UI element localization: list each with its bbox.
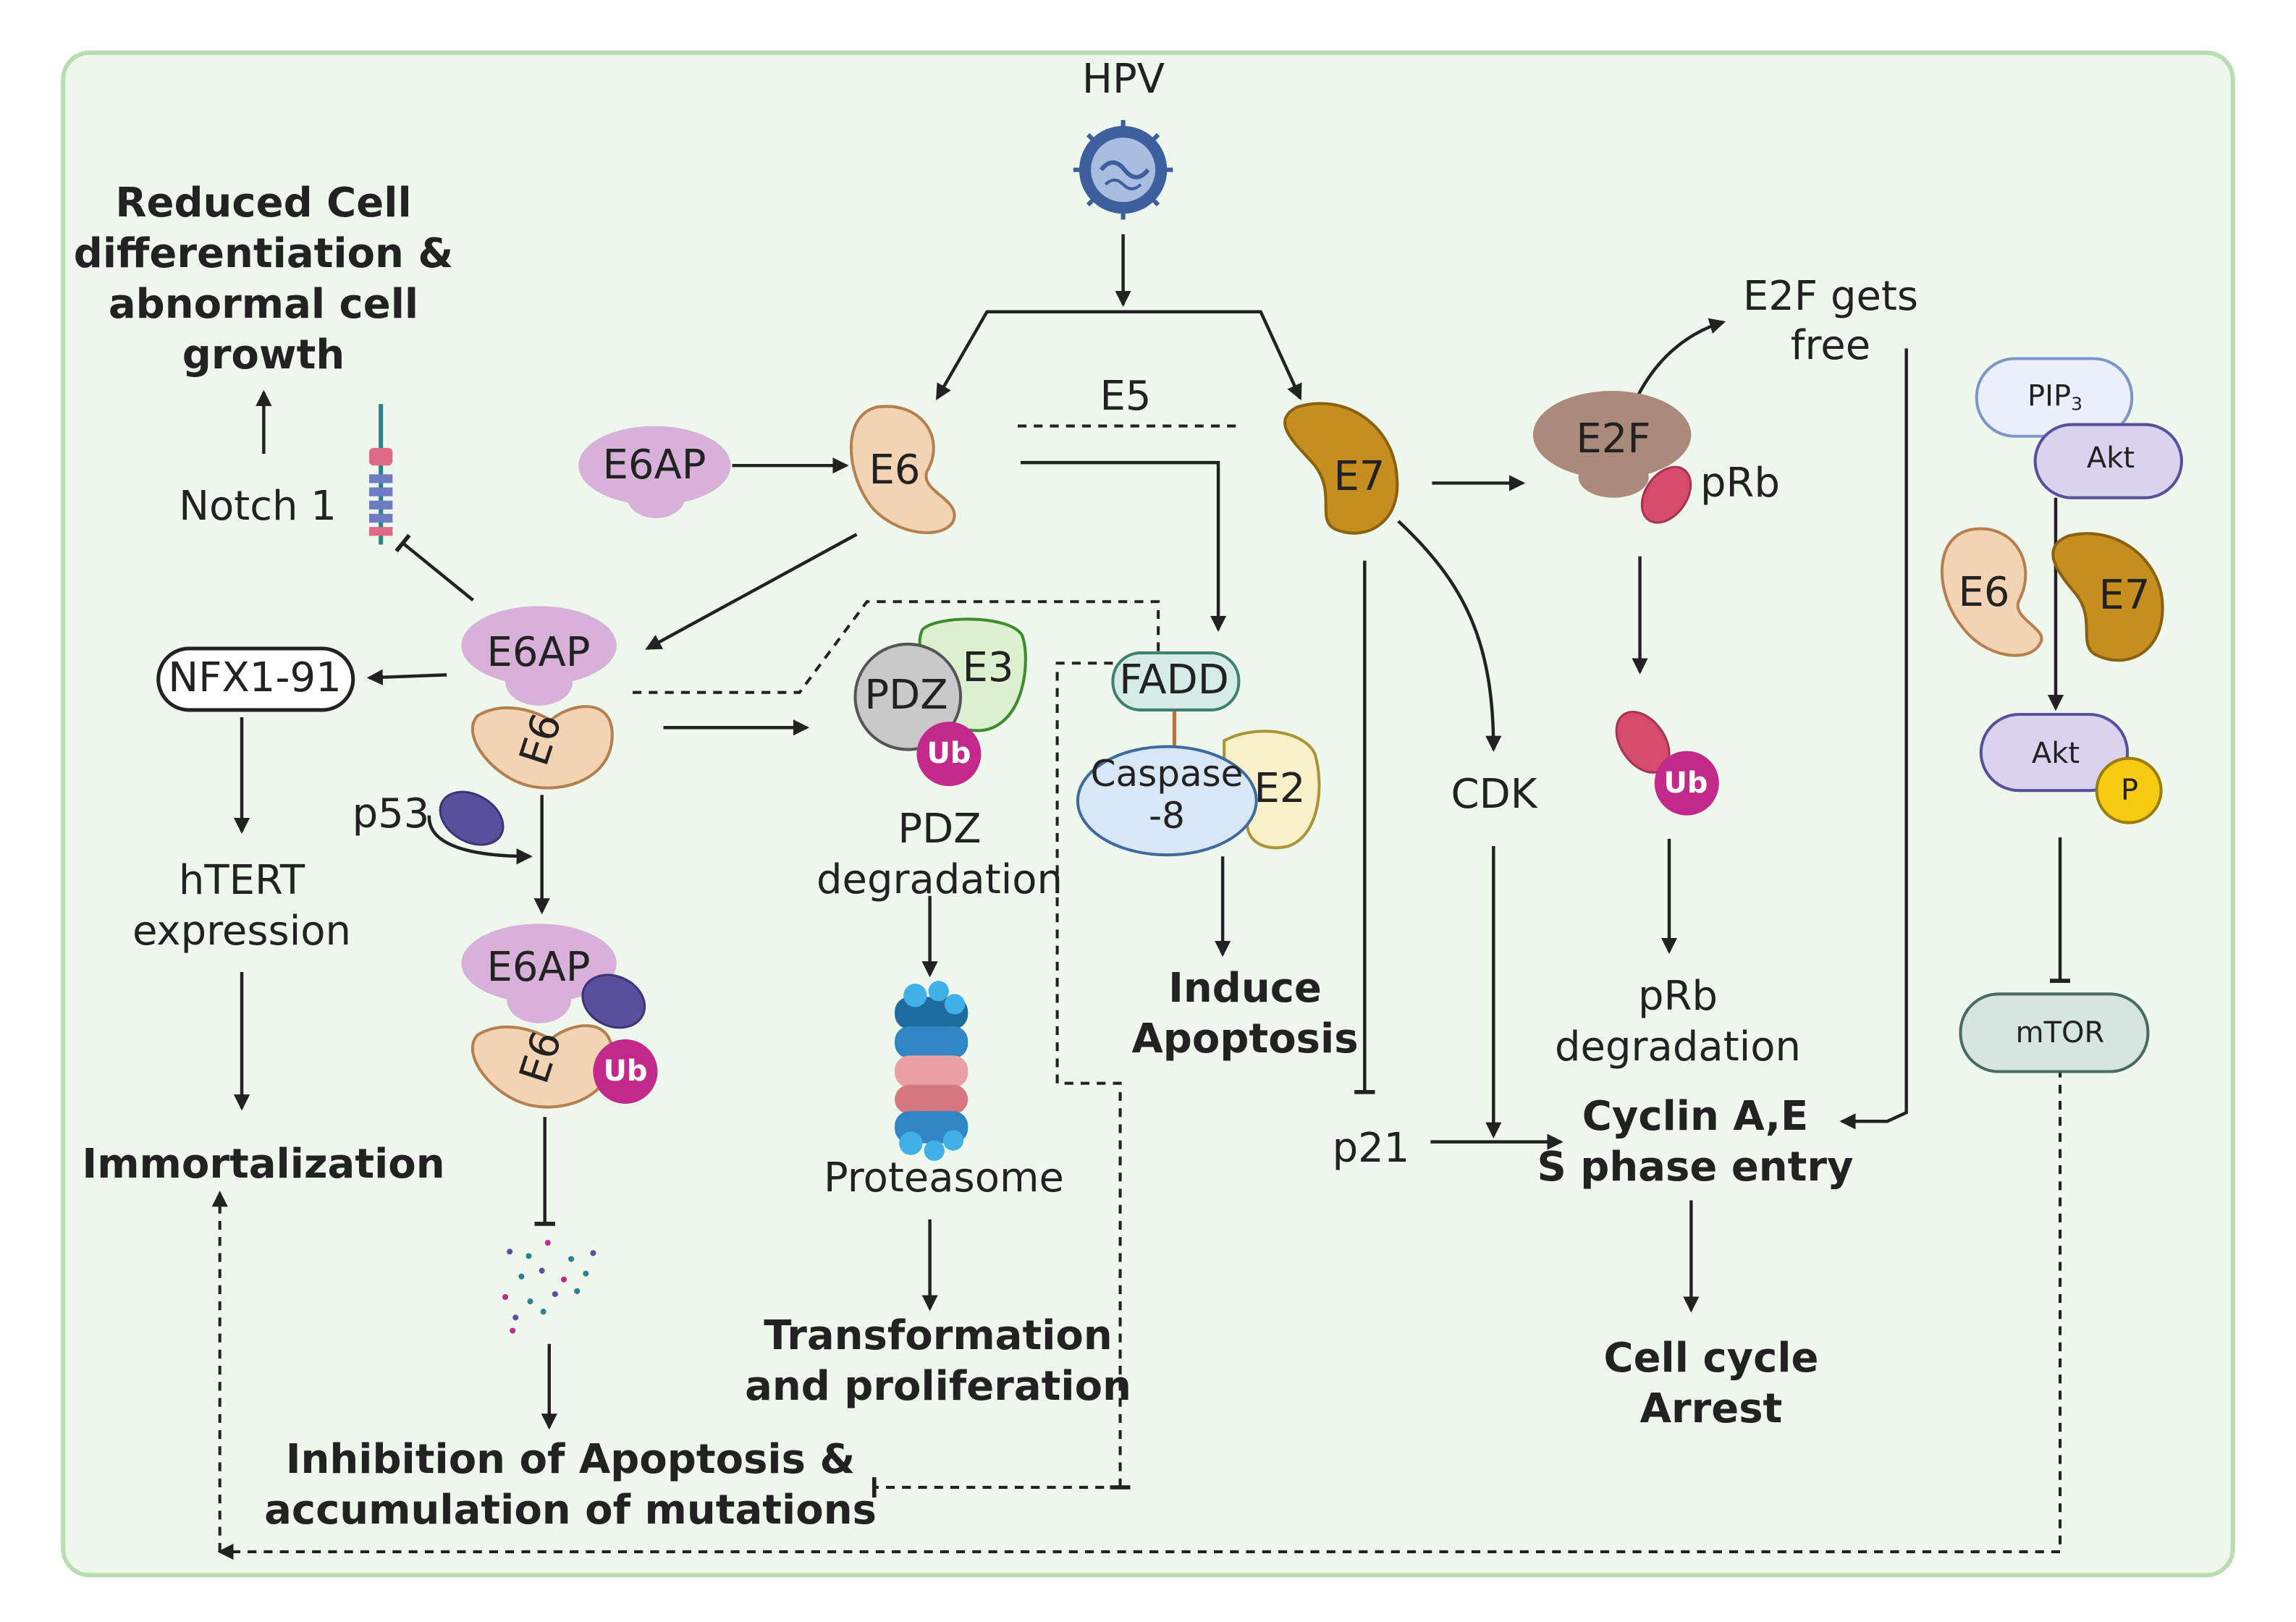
transformation-label: Transformation and proliferation bbox=[745, 1312, 1131, 1410]
e6ap-e6-p53-ub-complex bbox=[461, 924, 658, 1109]
degraded-fragments bbox=[502, 1240, 596, 1334]
cdk-label: CDK bbox=[1451, 770, 1537, 818]
e2-label: E2 bbox=[1254, 764, 1306, 812]
inhibit-complex-to-notch bbox=[394, 533, 475, 601]
e7-label-top: E7 bbox=[1333, 452, 1385, 500]
arrow-e2f-to-free bbox=[1631, 318, 1726, 408]
pdz-e3-ub-complex bbox=[853, 617, 1027, 787]
proteasome-icon bbox=[895, 981, 968, 1161]
e2f-prb-complex bbox=[1532, 391, 1692, 524]
pdz-label: PDZ bbox=[864, 671, 948, 719]
e3-label: E3 bbox=[962, 643, 1014, 691]
p53-protein bbox=[439, 790, 505, 846]
phosphate-label: P bbox=[2120, 774, 2139, 807]
p21-label: p21 bbox=[1332, 1124, 1410, 1172]
nfx1-91-box bbox=[156, 646, 355, 712]
prb-degradation-label: pRb degradation bbox=[1554, 973, 1802, 1070]
caspase8-label: Caspase -8 bbox=[1090, 753, 1244, 837]
arrow-free-to-cyclin bbox=[1839, 348, 1908, 1130]
hpv-virus-icon bbox=[1073, 119, 1173, 220]
p53-label: p53 bbox=[352, 790, 430, 837]
prb-ub-complex bbox=[1615, 711, 1719, 816]
pdz-degradation-label: PDZ degradation bbox=[816, 806, 1063, 903]
dashed-fadd-to-inhibition bbox=[1055, 662, 1131, 1490]
cyclin-s-phase-label: Cyclin A,E S phase entry bbox=[1537, 1093, 1854, 1191]
htert-expression-label: hTERT expression bbox=[132, 857, 352, 955]
arrow-e7-to-cdk bbox=[1397, 520, 1502, 752]
e6-protein-right bbox=[1940, 527, 2043, 657]
e2f-label: E2F bbox=[1576, 415, 1651, 462]
e7-label-right: E7 bbox=[2098, 571, 2151, 619]
e6-label-top: E6 bbox=[869, 446, 921, 494]
pip3-label: PIP3 bbox=[2027, 380, 2082, 415]
pip3-subscript: 3 bbox=[2071, 393, 2082, 415]
arrow-complex-to-nfx bbox=[366, 669, 447, 685]
immortalization-label: Immortalization bbox=[82, 1140, 445, 1188]
e6ap-label-middle: E6AP bbox=[486, 628, 591, 676]
arrow-e6-to-fadd bbox=[1021, 460, 1227, 633]
e6ap-e6-complex bbox=[461, 606, 617, 790]
e7-protein-right bbox=[2051, 532, 2164, 662]
akt-p-label: Akt bbox=[2031, 737, 2080, 770]
akt-p-box bbox=[1979, 712, 2130, 793]
pip3-base: PIP bbox=[2027, 379, 2072, 413]
cell-cycle-arrest-label: Cell cycle Arrest bbox=[1603, 1335, 1819, 1432]
e6ap-label-top: E6AP bbox=[602, 441, 706, 489]
fadd-box bbox=[1111, 651, 1241, 711]
mtor-box bbox=[1959, 992, 2150, 1073]
proteasome-label: Proteasome bbox=[823, 1154, 1065, 1201]
e7-protein-top bbox=[1283, 402, 1399, 535]
inhibition-label: Inhibition of Apoptosis & accumulation o… bbox=[264, 1436, 877, 1534]
nfx1-91-label: NFX1-91 bbox=[168, 654, 342, 701]
fadd-label: FADD bbox=[1119, 656, 1229, 704]
e6-label-right: E6 bbox=[1958, 568, 2010, 616]
akt-box bbox=[2033, 423, 2183, 499]
hpv-label: HPV bbox=[1081, 56, 1165, 103]
dashed-mtor-to-immortalization bbox=[217, 1068, 2062, 1560]
phosphate-icon bbox=[2095, 756, 2163, 824]
ub-label-prb: Ub bbox=[1663, 766, 1708, 800]
notch1-receptor-icon bbox=[368, 404, 393, 545]
arrow-hpv-to-e7 bbox=[987, 310, 1302, 401]
dashed-complex-to-fadd bbox=[633, 600, 1160, 694]
prb-label-top: pRb bbox=[1700, 459, 1781, 507]
mtor-label: mTOR bbox=[2015, 1016, 2105, 1049]
ub-label-pdz: Ub bbox=[927, 737, 971, 770]
caspase8-protein bbox=[1076, 745, 1258, 857]
ub-label-p53: Ub bbox=[603, 1055, 648, 1088]
reduced-differentiation-label: Reduced Cell differentiation & abnormal … bbox=[73, 179, 454, 379]
akt-label: Akt bbox=[2086, 442, 2135, 475]
arrow-p53-binding bbox=[427, 815, 533, 865]
e6-protein-top bbox=[849, 405, 956, 534]
e2f-free-label: E2F gets free bbox=[1742, 273, 1919, 369]
e5-label: E5 bbox=[1100, 372, 1152, 420]
e6ap-protein-top bbox=[578, 426, 731, 518]
induce-apoptosis-label: Induce Apoptosis bbox=[1131, 965, 1359, 1063]
arrow-e6-to-complex bbox=[645, 533, 858, 650]
notch1-label: Notch 1 bbox=[179, 482, 337, 530]
e6ap-label-lower: E6AP bbox=[486, 943, 591, 991]
